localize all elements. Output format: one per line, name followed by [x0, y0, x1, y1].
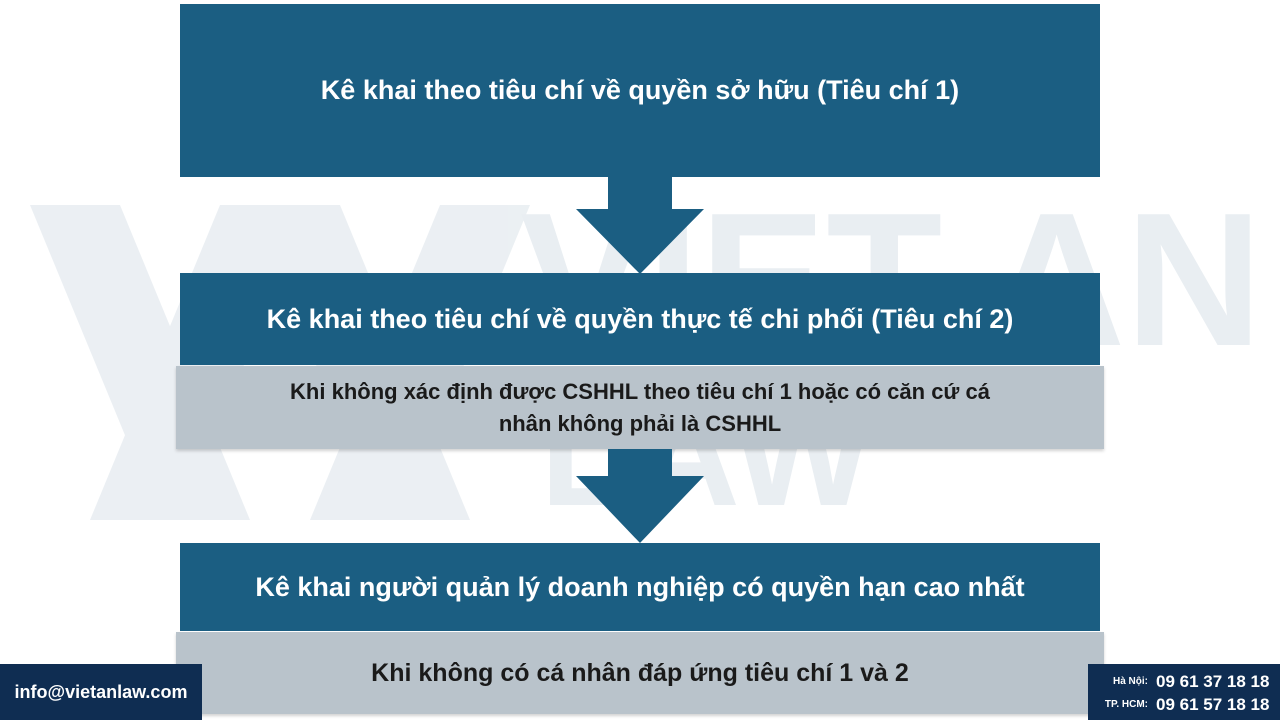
phone-badge: Hà Nội: 09 61 37 18 18 TP. HCM: 09 61 57… — [1088, 664, 1280, 720]
email-badge[interactable]: info@vietanlaw.com — [0, 664, 202, 720]
step1-box: Kê khai theo tiêu chí về quyền sở hữu (T… — [180, 4, 1100, 177]
hanoi-phone-row: Hà Nội: 09 61 37 18 18 — [1096, 670, 1276, 693]
step3-condition-text: Khi không có cá nhân đáp ứng tiêu chí 1 … — [371, 658, 909, 687]
arrow-down-icon — [576, 177, 704, 274]
step1-label: Kê khai theo tiêu chí về quyền sở hữu (T… — [320, 75, 960, 105]
hanoi-phone[interactable]: 09 61 37 18 18 — [1156, 671, 1270, 691]
hcm-phone[interactable]: 09 61 57 18 18 — [1156, 694, 1270, 714]
step3-box: Kê khai người quản lý doanh nghiệp có qu… — [180, 543, 1100, 631]
step2-condition-text: Khi không xác định được CSHHL theo tiêu … — [290, 378, 990, 436]
hcm-label: TP. HCM: — [1104, 699, 1148, 710]
step3-condition: Khi không có cá nhân đáp ứng tiêu chí 1 … — [176, 632, 1104, 714]
step3-label: Kê khai người quản lý doanh nghiệp có qu… — [255, 571, 1025, 602]
step2-condition: Khi không xác định được CSHHL theo tiêu … — [176, 366, 1104, 449]
arrow-down-icon — [576, 449, 704, 543]
step2-box: Kê khai theo tiêu chí về quyền thực tế c… — [180, 273, 1100, 365]
hanoi-label: Hà Nội: — [1113, 676, 1148, 687]
hcm-phone-row: TP. HCM: 09 61 57 18 18 — [1096, 693, 1276, 716]
step2-label: Kê khai theo tiêu chí về quyền thực tế c… — [266, 303, 1014, 334]
email-text[interactable]: info@vietanlaw.com — [14, 681, 188, 702]
